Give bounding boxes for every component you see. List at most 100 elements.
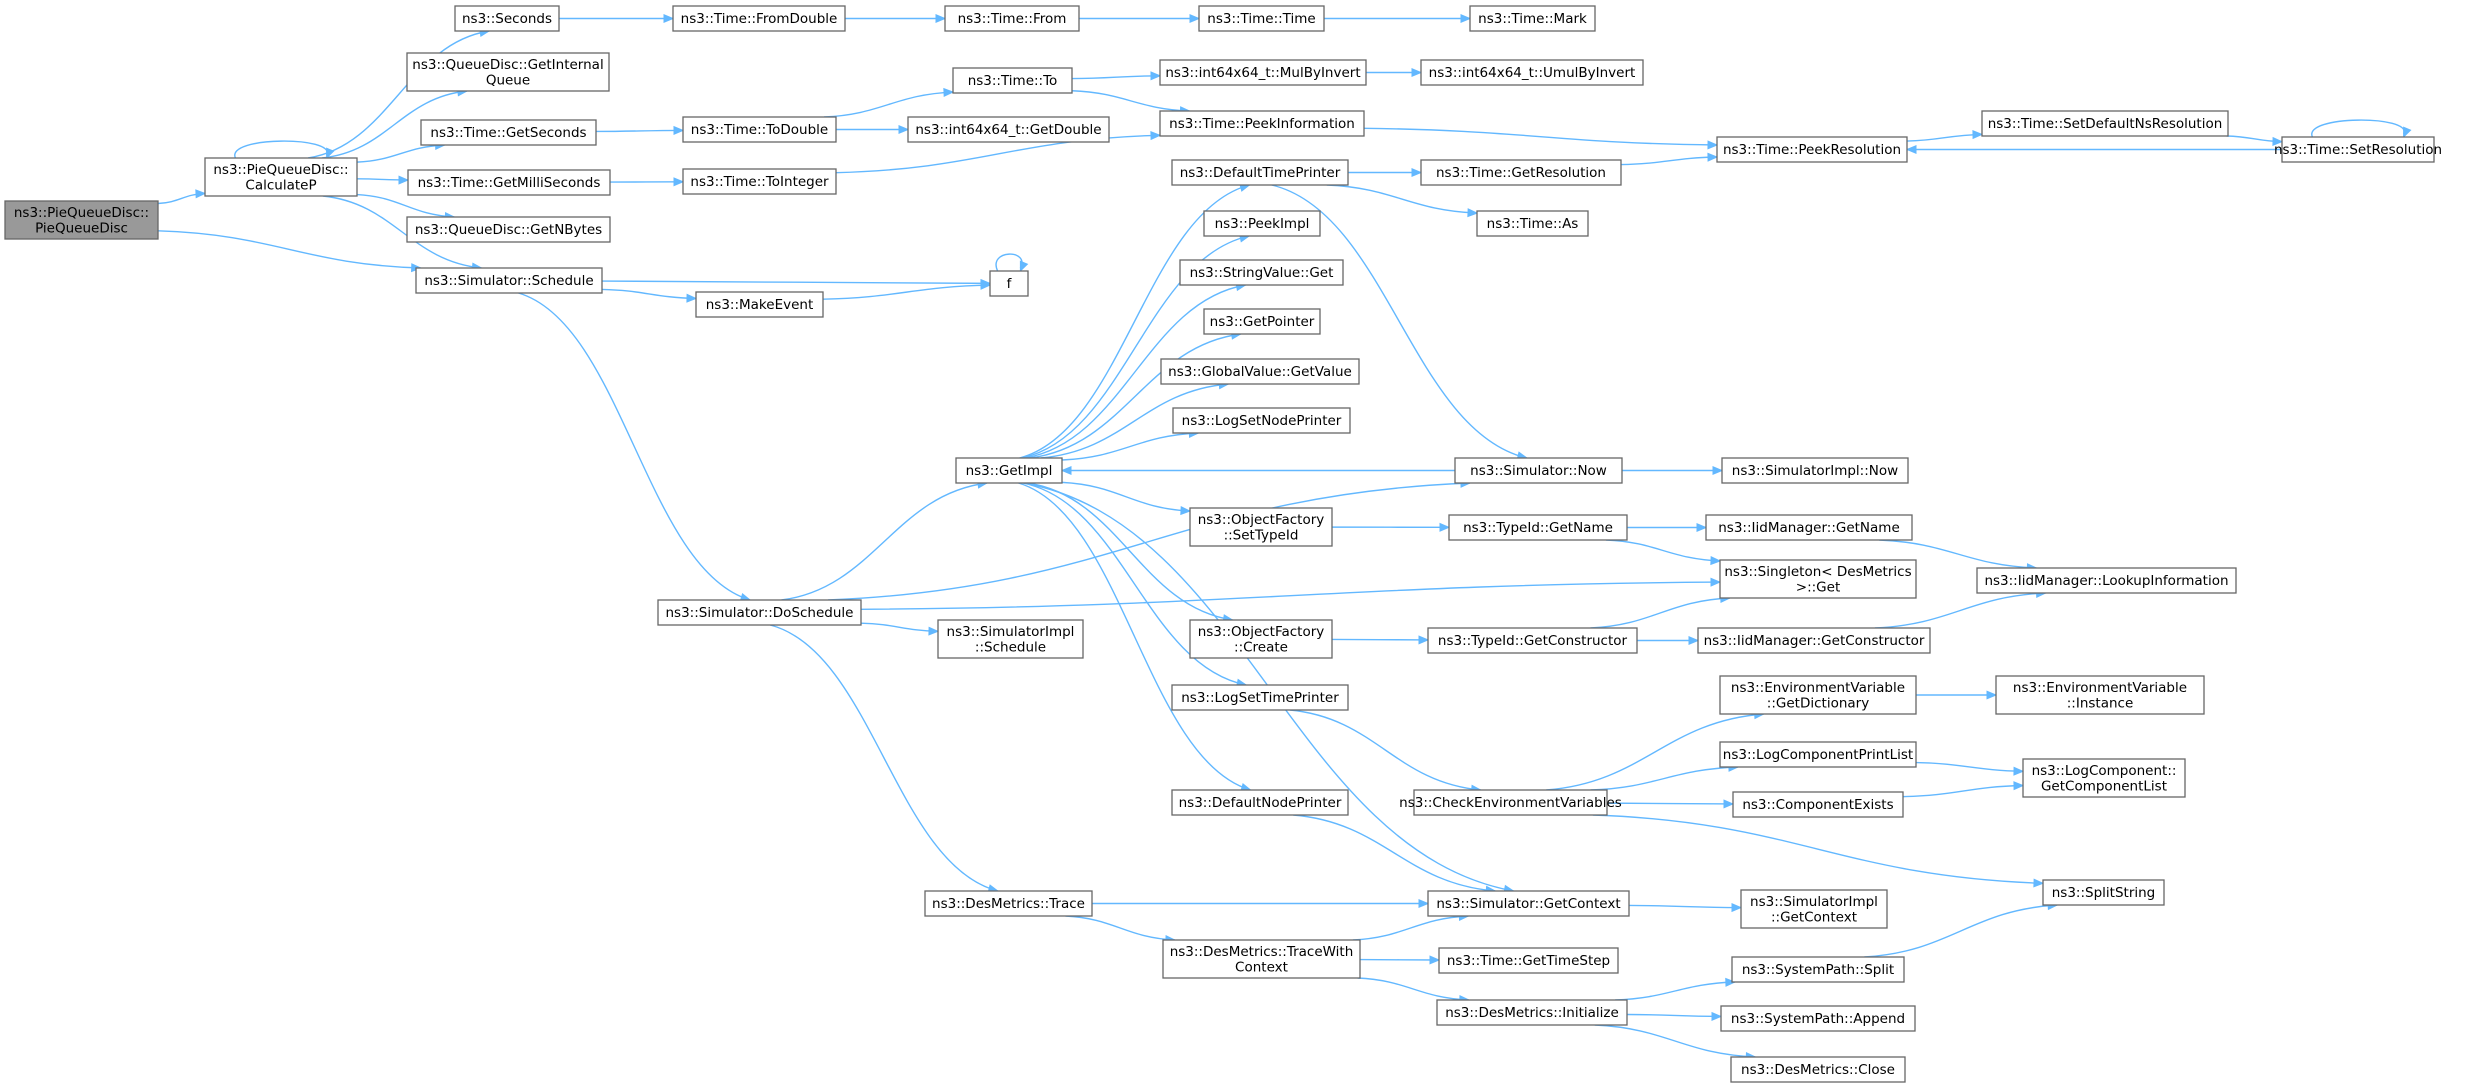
edge-calcp-to-getmillis [356,175,410,185]
node-desclose[interactable]: ns3::DesMetrics::Close [1730,1056,1906,1083]
node-box [2022,758,2186,798]
node-globalvalue[interactable]: ns3::GlobalValue::GetValue [1160,358,1360,385]
node-getpointer[interactable]: ns3::GetPointer [1203,308,1321,335]
node-box [682,116,837,143]
node-peekres[interactable]: ns3::Time::PeekResolution [1716,136,1908,163]
node-logsettime[interactable]: ns3::LogSetTimePrinter [1171,684,1349,711]
node-box [1731,956,1905,983]
edge-getimpl-to-logsetnode [1061,428,1200,461]
node-fromdouble[interactable]: ns3::Time::FromDouble [672,5,846,32]
node-from[interactable]: ns3::Time::From [944,5,1080,32]
node-destrace[interactable]: ns3::DesMetrics::Trace [924,890,1093,917]
edge-line [1626,1013,1722,1018]
node-iidgetname[interactable]: ns3::IidManager::GetName [1705,514,1913,541]
node-simimplnow[interactable]: ns3::SimulatorImpl::Now [1721,457,1909,484]
node-singleton[interactable]: ns3::Singleton< DesMetrics>::Get [1719,559,1917,599]
node-envgetdict[interactable]: ns3::EnvironmentVariable::GetDictionary [1719,675,1917,715]
node-gettimestep[interactable]: ns3::Time::GetTimeStep [1438,947,1619,974]
node-makeevent[interactable]: ns3::MakeEvent [695,291,824,318]
node-time[interactable]: ns3::Time::Time [1198,5,1325,32]
node-logcompprintlist[interactable]: ns3::LogComponentPrintList [1719,741,1917,768]
node-to[interactable]: ns3::Time::To [952,67,1073,94]
edge-syspathsplit-to-splitstring [1864,901,2059,958]
node-box [1171,684,1349,711]
node-checkenv[interactable]: ns3::CheckEnvironmentVariables [1399,789,1622,816]
node-defaultnodeprinter[interactable]: ns3::DefaultNodePrinter [1171,789,1349,816]
node-schedule[interactable]: ns3::Simulator::Schedule [415,267,603,294]
node-compexists[interactable]: ns3::ComponentExists [1732,791,1904,818]
edge-getconstructor-to-singleton [1590,593,1732,629]
nodes-layer: ns3::PieQueueDisc::PieQueueDisc ns3::PieQ… [4,5,2442,1083]
node-setres[interactable]: ns3::Time::SetResolution [2274,136,2442,163]
node-label: ns3::SystemPath::Split [1742,962,1894,978]
node-root[interactable]: ns3::PieQueueDisc::PieQueueDisc [4,200,159,240]
node-label: f [1007,276,1013,292]
node-box [695,291,824,318]
node-mulbyinvert[interactable]: ns3::int64x64_t::MulByInvert [1159,59,1367,86]
node-as[interactable]: ns3::Time::As [1476,210,1589,237]
edge-arrowhead [1986,690,1998,700]
node-syspathsplit[interactable]: ns3::SystemPath::Split [1731,956,1905,983]
edge-tracewithcontext-to-gettimestep [1359,955,1441,965]
edge-line [601,288,697,300]
node-label: ns3::DesMetrics::TraceWith [1170,944,1354,960]
node-getconstructor[interactable]: ns3::TypeId::GetConstructor [1427,627,1638,654]
node-tointeger[interactable]: ns3::Time::ToInteger [682,168,837,195]
node-calcp[interactable]: ns3::PieQueueDisc::CalculateP [204,157,358,197]
node-mark[interactable]: ns3::Time::Mark [1469,5,1596,32]
edge-line [1594,1024,1756,1058]
edge-line [518,292,751,601]
edge-arrowhead [1712,465,1724,476]
node-desinit[interactable]: ns3::DesMetrics::Initialize [1436,999,1628,1026]
node-label: ns3::EnvironmentVariable [1731,680,1905,696]
node-peekimpl[interactable]: ns3::PeekImpl [1203,210,1321,237]
node-getresolution[interactable]: ns3::Time::GetResolution [1420,159,1622,186]
node-label: ns3::QueueDisc::GetInternal [412,57,603,73]
node-defaulttimeprinter[interactable]: ns3::DefaultTimePrinter [1171,159,1349,186]
node-seconds[interactable]: ns3::Seconds [454,5,560,32]
node-label: ::GetContext [1771,909,1857,925]
node-simimplgetcontext[interactable]: ns3::SimulatorImpl::GetContext [1740,889,1888,929]
node-typeidgetname[interactable]: ns3::TypeId::GetName [1448,514,1628,541]
edge-schedule-to-f [601,278,992,288]
node-getmillis[interactable]: ns3::Time::GetMilliSeconds [407,169,611,196]
edge-doschedule-to-simimplschedule [860,622,940,636]
node-syspathappend[interactable]: ns3::SystemPath::Append [1720,1005,1916,1032]
node-ofcreate[interactable]: ns3::ObjectFactory::Create [1189,619,1333,659]
node-doschedule[interactable]: ns3::Simulator::DoSchedule [657,599,862,626]
node-setdefaultns[interactable]: ns3::Time::SetDefaultNsResolution [1981,110,2229,137]
node-getnbytes[interactable]: ns3::QueueDisc::GetNBytes [406,216,611,243]
edge-schedule-to-makeevent [601,288,698,303]
node-label: ns3::IidManager::LookupInformation [1984,573,2228,589]
node-peekinfo[interactable]: ns3::Time::PeekInformation [1159,110,1365,137]
node-box [1981,110,2229,137]
node-label: ns3::Time::Time [1207,11,1315,27]
node-getcomplist[interactable]: ns3::LogComponent::GetComponentList [2022,758,2186,798]
node-umulbyinvert[interactable]: ns3::int64x64_t::UmulByInvert [1420,59,1644,86]
edge-ofcreate-to-getconstructor [1331,635,1430,645]
node-f[interactable]: f [989,270,1029,297]
edge-arrowhead [686,293,698,303]
node-iidgetconstructor[interactable]: ns3::IidManager::GetConstructor [1697,627,1931,654]
node-envinstance[interactable]: ns3::EnvironmentVariable::Instance [1995,675,2205,715]
edge-line [307,30,490,159]
node-lookupinfo[interactable]: ns3::IidManager::LookupInformation [1976,567,2237,594]
node-simimplschedule[interactable]: ns3::SimulatorImpl::Schedule [937,619,1084,659]
node-getseconds[interactable]: ns3::Time::GetSeconds [420,119,597,146]
node-getimpl[interactable]: ns3::GetImpl [955,457,1063,484]
node-settypeid[interactable]: ns3::ObjectFactory::SetTypeId [1189,507,1333,547]
node-simnow[interactable]: ns3::Simulator::Now [1454,457,1623,484]
node-splitstring[interactable]: ns3::SplitString [2042,879,2165,906]
node-box [1469,5,1596,32]
edge-line [828,482,1470,601]
edge-getimpl-to-ofcreate [1027,482,1234,624]
node-simgetcontext[interactable]: ns3::Simulator::GetContext [1427,890,1630,917]
node-logsetnode[interactable]: ns3::LogSetNodePrinter [1172,407,1351,434]
node-todouble[interactable]: ns3::Time::ToDouble [682,116,837,143]
node-box [1203,308,1321,335]
edge-arrowhead [1710,556,1722,566]
node-getdouble[interactable]: ns3::int64x64_t::GetDouble [907,116,1110,143]
node-stringvalueget[interactable]: ns3::StringValue::Get [1179,259,1344,286]
